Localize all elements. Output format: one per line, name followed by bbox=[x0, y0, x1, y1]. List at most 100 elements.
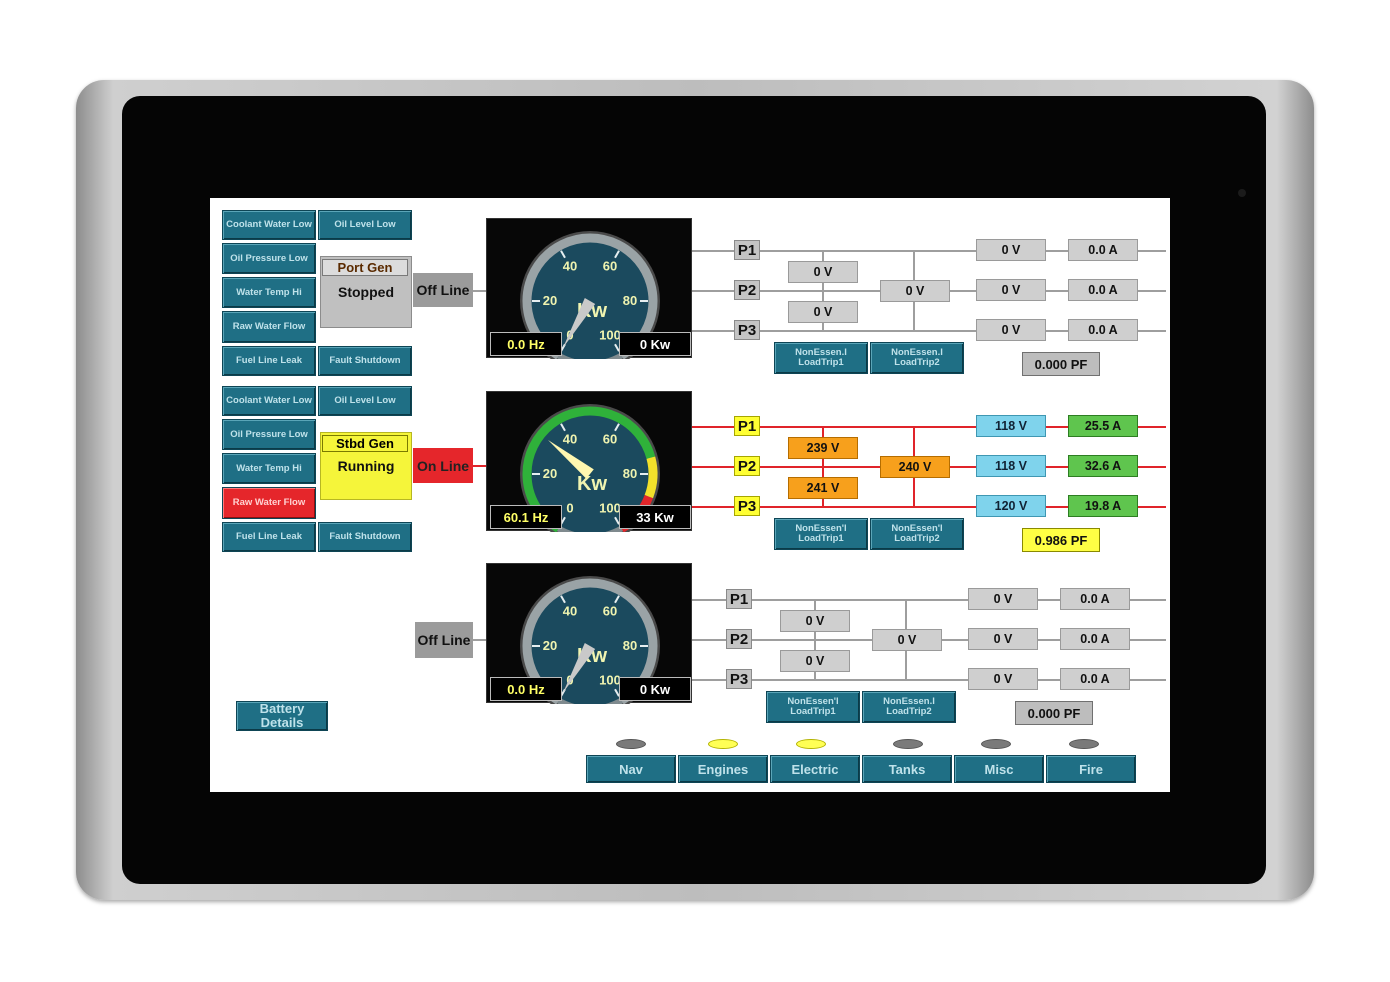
third-gauge-tick-label: 80 bbox=[623, 638, 637, 653]
port-alarm-water-temp-hi[interactable]: Water Temp Hi bbox=[222, 277, 316, 308]
nav-tab-misc[interactable]: Misc bbox=[954, 755, 1044, 783]
stbd-alarm-fault-shutdown[interactable]: Fault Shutdown bbox=[318, 522, 412, 552]
port-gauge-band bbox=[522, 233, 658, 360]
port-gauge-tick-label: 60 bbox=[603, 258, 617, 273]
stbd-gauge-tick-label: 20 bbox=[543, 466, 557, 481]
stbd-alarm-oil-level-low[interactable]: Oil Level Low bbox=[318, 386, 412, 416]
stbd-loadtrip1-button[interactable]: NonEssen'l LoadTrip1 bbox=[774, 518, 868, 550]
third-loadtrip2-button[interactable]: NonEssen.l LoadTrip2 bbox=[862, 691, 956, 723]
misc-indicator-light bbox=[981, 739, 1011, 749]
stbd-gauge-tick-label: 60 bbox=[603, 431, 617, 446]
nav-tab-electric[interactable]: Electric bbox=[770, 755, 860, 783]
stbd-volt-p2-p3: 241 V bbox=[788, 477, 858, 499]
fire-indicator-light bbox=[1069, 739, 1099, 749]
stbd-gauge-tick bbox=[614, 423, 620, 432]
third-phase-volt-2: 0 V bbox=[968, 628, 1038, 650]
nav-tab-nav[interactable]: Nav bbox=[586, 755, 676, 783]
stbd-phase-p3: P3 bbox=[734, 496, 760, 516]
port-gen-state: Stopped bbox=[338, 284, 394, 300]
stbd-gauge-band-green bbox=[522, 406, 656, 533]
stbd-alarm-water-temp-hi[interactable]: Water Temp Hi bbox=[222, 453, 316, 484]
stbd-phase-amp-1: 25.5 A bbox=[1068, 415, 1138, 437]
port-gen-title: Port Gen bbox=[322, 259, 408, 276]
stbd-gauge-tick-label: 0 bbox=[566, 501, 573, 516]
port-phase-p1: P1 bbox=[734, 240, 760, 260]
third-phase-amp-2: 0.0 A bbox=[1060, 628, 1130, 650]
stbd-gauge-needle bbox=[548, 440, 594, 479]
stbd-alarm-coolant-water-low[interactable]: Coolant Water Low bbox=[222, 386, 316, 416]
third-gauge-tick bbox=[614, 595, 620, 604]
stbd-phase-p2: P2 bbox=[734, 456, 760, 476]
third-volt-p1-p2: 0 V bbox=[780, 610, 850, 632]
port-phase-volt-3: 0 V bbox=[976, 319, 1046, 341]
stbd-alarm-fuel-line-leak[interactable]: Fuel Line Leak bbox=[222, 522, 316, 552]
stbd-phase-amp-3: 19.8 A bbox=[1068, 495, 1138, 517]
port-volt-p1-p2: 0 V bbox=[788, 261, 858, 283]
nav-tab-tanks[interactable]: Tanks bbox=[862, 755, 952, 783]
stbd-gauge-tick bbox=[560, 423, 566, 432]
port-alarm-fault-shutdown[interactable]: Fault Shutdown bbox=[318, 346, 412, 376]
third-line-status: Off Line bbox=[415, 622, 473, 658]
third-gauge-tick bbox=[560, 595, 566, 604]
port-kw-readout: 0 Kw bbox=[619, 332, 691, 356]
stbd-gauge-tick bbox=[614, 516, 620, 525]
third-loadtrip1-button[interactable]: NonEssen'l LoadTrip1 bbox=[766, 691, 860, 723]
third-phase-amp-3: 0.0 A bbox=[1060, 668, 1130, 690]
stbd-alarm-raw-water-flow[interactable]: Raw Water Flow bbox=[222, 487, 316, 519]
port-line-status: Off Line bbox=[413, 273, 473, 307]
port-phase-volt-2: 0 V bbox=[976, 279, 1046, 301]
stbd-gen-state: Running bbox=[337, 458, 395, 474]
stbd-loadtrip2-button[interactable]: NonEssen'l LoadTrip2 bbox=[870, 518, 964, 550]
third-gauge-tick-label: 20 bbox=[543, 638, 557, 653]
port-phase-amp-1: 0.0 A bbox=[1068, 239, 1138, 261]
third-gauge-tick-label: 40 bbox=[563, 603, 577, 618]
stbd-gauge-unit: Kw bbox=[577, 473, 607, 495]
third-volt-p1-p3: 0 V bbox=[872, 629, 942, 651]
battery-details-button[interactable]: Battery Details bbox=[236, 701, 328, 731]
nav-tab-engines[interactable]: Engines bbox=[678, 755, 768, 783]
port-gauge-tick bbox=[614, 343, 620, 352]
port-gauge-needle bbox=[563, 298, 596, 348]
port-gauge-tick-label: 80 bbox=[623, 293, 637, 308]
stbd-power-factor: 0.986 PF bbox=[1022, 528, 1100, 552]
hmi-screen: Coolant Water Low Oil Level Low Oil Pres… bbox=[210, 198, 1170, 792]
nav-tab-fire[interactable]: Fire bbox=[1046, 755, 1136, 783]
third-gauge-tick bbox=[614, 688, 620, 697]
port-alarm-oil-level-low[interactable]: Oil Level Low bbox=[318, 210, 412, 240]
port-gauge-tick-label: 20 bbox=[543, 293, 557, 308]
electric-indicator-light bbox=[796, 739, 826, 749]
port-alarm-fuel-line-leak[interactable]: Fuel Line Leak bbox=[222, 346, 316, 376]
stbd-phase-volt-3: 120 V bbox=[976, 495, 1046, 517]
port-volt-p2-p3: 0 V bbox=[788, 301, 858, 323]
port-alarm-raw-water-flow[interactable]: Raw Water Flow bbox=[222, 311, 316, 343]
stbd-gauge-tick-label: 80 bbox=[623, 466, 637, 481]
third-kw-readout: 0 Kw bbox=[619, 677, 691, 701]
port-loadtrip2-button[interactable]: NonEssen.l LoadTrip2 bbox=[870, 342, 964, 374]
port-loadtrip1-button[interactable]: NonEssen.l LoadTrip1 bbox=[774, 342, 868, 374]
stbd-alarm-oil-pressure-low[interactable]: Oil Pressure Low bbox=[222, 419, 316, 450]
port-alarm-oil-pressure-low[interactable]: Oil Pressure Low bbox=[222, 243, 316, 274]
third-phase-p3: P3 bbox=[726, 669, 752, 689]
port-gauge-tick-label: 40 bbox=[563, 258, 577, 273]
third-gauge-needle bbox=[563, 643, 596, 693]
port-volt-p1-p3: 0 V bbox=[880, 280, 950, 302]
port-alarm-coolant-water-low[interactable]: Coolant Water Low bbox=[222, 210, 316, 240]
third-phase-volt-1: 0 V bbox=[968, 588, 1038, 610]
stbd-kw-readout: 33 Kw bbox=[619, 505, 691, 529]
third-gauge-tick-label: 60 bbox=[603, 603, 617, 618]
port-phase-volt-1: 0 V bbox=[976, 239, 1046, 261]
third-hz-readout: 0.0 Hz bbox=[490, 677, 562, 701]
tanks-indicator-light bbox=[893, 739, 923, 749]
third-volt-p2-p3: 0 V bbox=[780, 650, 850, 672]
port-gauge-tick bbox=[560, 250, 566, 259]
third-power-factor: 0.000 PF bbox=[1015, 701, 1093, 725]
port-phase-p3: P3 bbox=[734, 320, 760, 340]
stbd-phase-volt-2: 118 V bbox=[976, 455, 1046, 477]
stbd-volt-p1-p3: 240 V bbox=[880, 456, 950, 478]
port-phase-p2: P2 bbox=[734, 280, 760, 300]
stbd-hz-readout: 60.1 Hz bbox=[490, 505, 562, 529]
nav-indicator-light bbox=[616, 739, 646, 749]
